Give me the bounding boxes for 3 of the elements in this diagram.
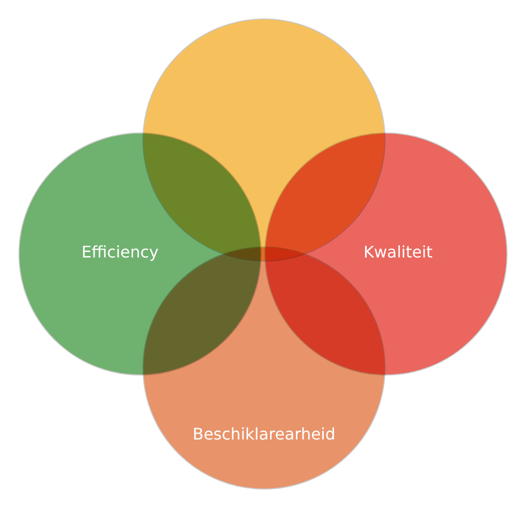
circle-label: Efficiency — [81, 242, 159, 262]
circle-label: Kwaliteit — [363, 242, 433, 262]
circle-label: Beschiklarearheid — [192, 424, 336, 444]
